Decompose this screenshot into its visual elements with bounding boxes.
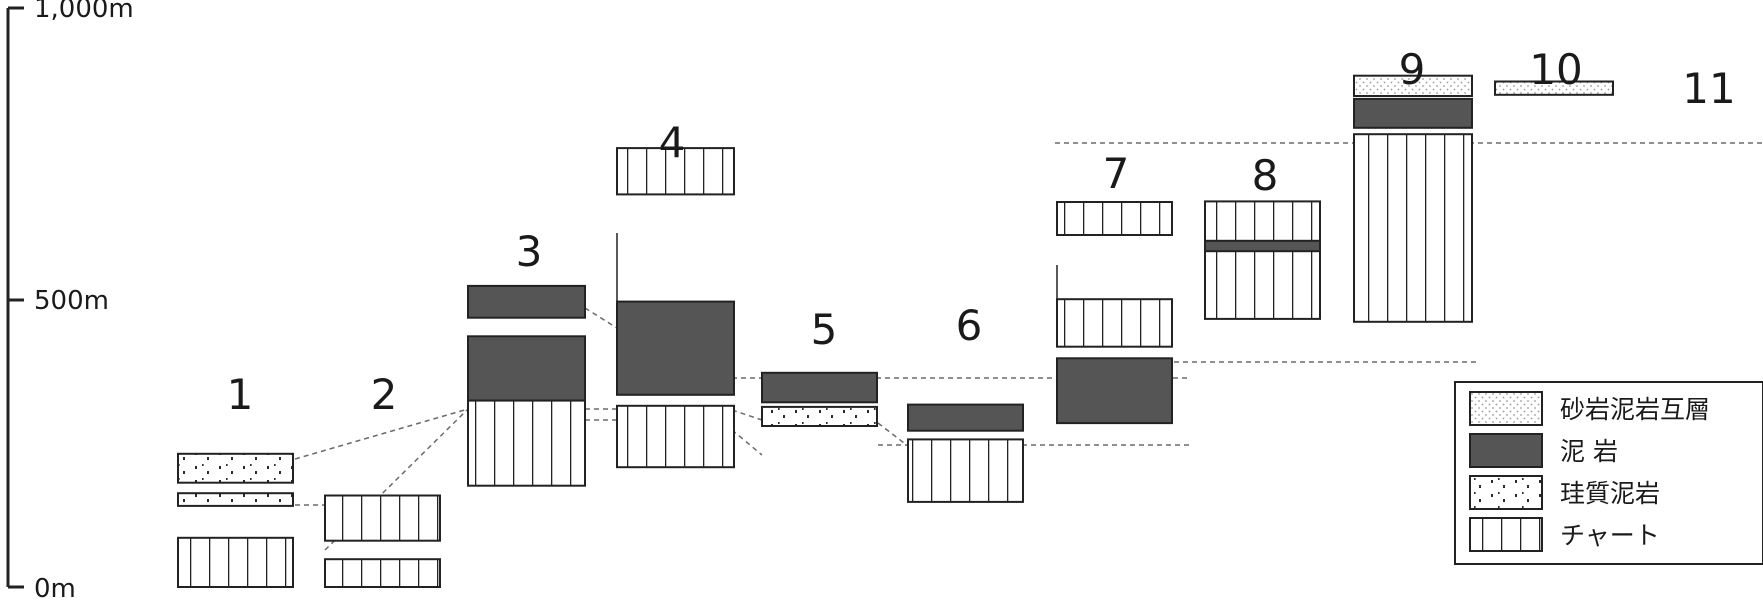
column-7: 7 — [1056, 149, 1173, 425]
column-3: 3 — [467, 227, 586, 487]
column-8: 8 — [1204, 151, 1321, 320]
column-2-layer-1-chert — [324, 494, 441, 542]
columns-layer: 1 2 3 4 5 6 7 8 9 10 11 — [177, 45, 1736, 589]
column-7-layer-1-chert — [1056, 201, 1173, 236]
column-8-layer-1-chert — [1204, 200, 1321, 320]
column-1: 1 — [177, 370, 294, 588]
axis-label-0m: 0m — [34, 574, 76, 604]
column-1-layer-3-chert — [177, 536, 294, 588]
column-label-9: 9 — [1399, 45, 1426, 94]
column-label-4: 4 — [659, 118, 686, 167]
column-label-2: 2 — [371, 370, 398, 419]
legend-swatch-mudstone — [1469, 433, 1543, 468]
column-5: 5 — [761, 305, 878, 427]
legend-label-mudstone: 泥 岩 — [1560, 437, 1618, 466]
legend-swatch-chert — [1469, 517, 1543, 552]
column-2-layer-2-chert — [324, 558, 441, 589]
legend-label-chert: チャート — [1560, 521, 1660, 550]
column-4-layer-3-chert — [616, 404, 735, 469]
legend-swatch-sandstone-mudstone — [1469, 391, 1543, 426]
legend-label-siliceous-mudstone: 珪質泥岩 — [1560, 479, 1660, 508]
column-label-6: 6 — [956, 301, 983, 350]
column-5-layer-1-mudstone — [761, 371, 878, 404]
column-label-7: 7 — [1103, 149, 1130, 198]
axis-label-1000m: 1,000m — [34, 0, 134, 24]
column-9-layer-3-chert — [1353, 133, 1473, 323]
column-10: 10 — [1494, 45, 1614, 96]
column-9-layer-2-mudstone — [1353, 97, 1473, 129]
column-label-1: 1 — [227, 370, 254, 419]
scale-bar: 1,000m 500m 0m — [6, 0, 134, 604]
column-2: 2 — [324, 370, 441, 589]
column-5-layer-2-siliceous-mudstone — [761, 405, 878, 427]
column-label-10: 10 — [1529, 45, 1582, 94]
column-9-layer-1-sandstone-mudstone — [1353, 74, 1473, 97]
column-label-11: 11 — [1682, 64, 1735, 113]
column-3-layer-1-mudstone — [467, 284, 586, 319]
column-1-layer-2-siliceous-mudstone — [177, 492, 294, 507]
axis-label-500m: 500m — [34, 286, 109, 316]
column-10-layer-1-sandstone-mudstone — [1494, 80, 1614, 96]
column-6: 6 — [907, 301, 1024, 503]
legend-label-sandstone-mudstone: 砂岩泥岩互層 — [1560, 395, 1710, 424]
column-6-layer-2-chert — [907, 438, 1024, 503]
column-label-8: 8 — [1252, 151, 1279, 200]
column-6-layer-1-mudstone — [907, 403, 1024, 432]
column-9: 9 — [1353, 45, 1473, 323]
column-4-layer-1-chert — [616, 147, 735, 196]
column-1-layer-1-siliceous-mudstone — [177, 452, 294, 484]
column-label-3: 3 — [516, 227, 543, 276]
column-7-layer-3-mudstone — [1056, 357, 1173, 425]
column-8-layer-2-mudstone — [1204, 239, 1321, 253]
column-4: 4 — [616, 118, 735, 469]
column-11: 11 — [1682, 64, 1735, 113]
column-label-5: 5 — [811, 305, 838, 354]
column-3-layer-3-chert — [467, 399, 586, 487]
column-7-layer-2-chert — [1056, 298, 1173, 348]
column-4-layer-2-mudstone — [616, 300, 735, 396]
legend-swatch-siliceous-mudstone — [1469, 475, 1543, 510]
column-3-layer-2-mudstone — [467, 335, 586, 402]
legend: 砂岩泥岩互層 泥 岩 珪質泥岩 チャート — [1454, 381, 1763, 565]
